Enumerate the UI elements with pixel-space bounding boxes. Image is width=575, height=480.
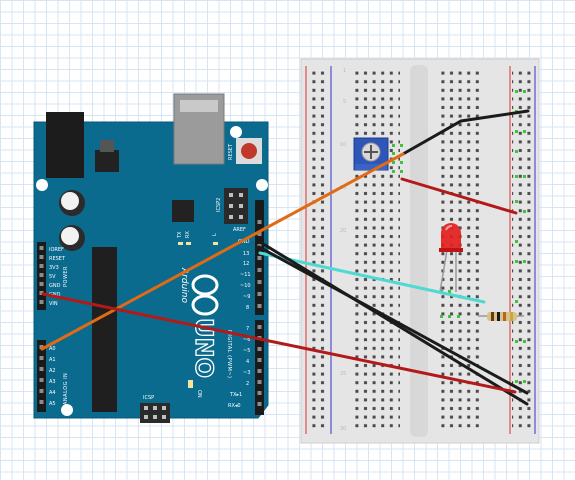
wire-signal-led[interactable] (258, 251, 486, 304)
breadboard: 1 5 10 15 20 25 30 (300, 58, 540, 444)
wires (40, 109, 530, 406)
wire-signal-pot[interactable] (40, 152, 405, 351)
digital-pin-label: GND (238, 239, 250, 245)
digital-pin-label: ~10 (240, 283, 251, 289)
breadboard-terminal-left (355, 70, 400, 430)
power-pin-label: VIN (49, 301, 58, 307)
led[interactable] (439, 223, 463, 293)
arduino-logo (191, 274, 219, 316)
digital-pin-label: ~5 (243, 348, 250, 354)
analog-section-label: ANALOG IN (63, 373, 69, 405)
power-section-label: POWER (63, 266, 69, 287)
reset-button[interactable] (236, 138, 262, 164)
on-label: ON (196, 390, 202, 398)
arduino-brand-text: Arduino (179, 267, 189, 303)
wire-power-5v[interactable] (41, 292, 517, 394)
breadboard-row-number: 30 (340, 426, 346, 432)
breadboard-power-rail-left (308, 70, 328, 430)
breadboard-row-number: 1 (343, 68, 346, 74)
usb-chip (172, 200, 194, 222)
digital-pin-label: ~3 (243, 370, 250, 376)
icsp2-label: ICSP2 (216, 198, 222, 212)
breadboard-row-number: 10 (340, 142, 346, 148)
wire-ground-board[interactable] (257, 245, 529, 395)
digital-pin-label: 7 (246, 326, 249, 332)
l-label: L (212, 233, 218, 236)
analog-pin-label: A3 (49, 379, 56, 385)
breadboard-power-rail-right (512, 70, 532, 430)
digital-pin-label: TX▸1 (229, 392, 242, 398)
microcontroller-chip (92, 247, 117, 412)
digital-pin-label: ~6 (243, 337, 250, 343)
power-jack (46, 112, 84, 178)
breadboard-row-number: 5 (343, 99, 346, 105)
icsp-label: ICSP (143, 395, 154, 401)
power-pin-label: IOREF (49, 247, 64, 253)
digital-pin-label: 12 (243, 261, 249, 267)
digital-pin-label: ~11 (240, 272, 251, 278)
resistor[interactable] (478, 312, 524, 321)
analog-pin-label: A4 (49, 390, 56, 396)
wire-power-pot[interactable] (400, 177, 518, 215)
wire-ground-digital[interactable] (258, 240, 529, 406)
power-pin-label: 3V3 (49, 265, 59, 271)
icsp2-header (224, 188, 248, 224)
mounting-hole (36, 179, 48, 191)
digital-pin-label: 2 (246, 381, 249, 387)
analog-pin-label: A0 (49, 346, 56, 352)
digital-pin-label: AREF (233, 227, 246, 233)
digital-section-label: DIGITAL (PWM~) (226, 330, 232, 379)
arduino-board: RESET ICSP2 TX RX L Arduino UNO (33, 93, 269, 423)
power-pin-label: 5V (49, 274, 56, 280)
breadboard-row-number: 20 (340, 228, 346, 234)
power-pin-label: RESET (49, 256, 66, 262)
wire-ground-top[interactable] (401, 109, 530, 156)
voltage-regulator (95, 150, 119, 172)
digital-pin-label: 8 (246, 305, 249, 311)
analog-header (37, 340, 46, 412)
analog-pin-label: A5 (49, 401, 56, 407)
analog-pin-label: A2 (49, 368, 56, 374)
tx-label: TX (177, 231, 183, 239)
mounting-hole (230, 126, 242, 138)
digital-pin-label: RX◂0 (228, 403, 241, 409)
rx-label: RX (185, 231, 191, 238)
breadboard-row-number: 25 (340, 371, 346, 377)
mounting-hole (61, 404, 73, 416)
digital-pin-label: ~9 (243, 294, 250, 300)
analog-pin-label: A1 (49, 357, 56, 363)
reset-label: RESET (228, 143, 234, 160)
digital-pin-label: 13 (243, 251, 249, 257)
mounting-hole (256, 179, 268, 191)
digital-pin-label: 4 (246, 359, 249, 365)
digital-header-bottom (255, 320, 264, 415)
power-pin-label: GND (49, 283, 61, 289)
breadboard-center-channel (410, 65, 428, 437)
